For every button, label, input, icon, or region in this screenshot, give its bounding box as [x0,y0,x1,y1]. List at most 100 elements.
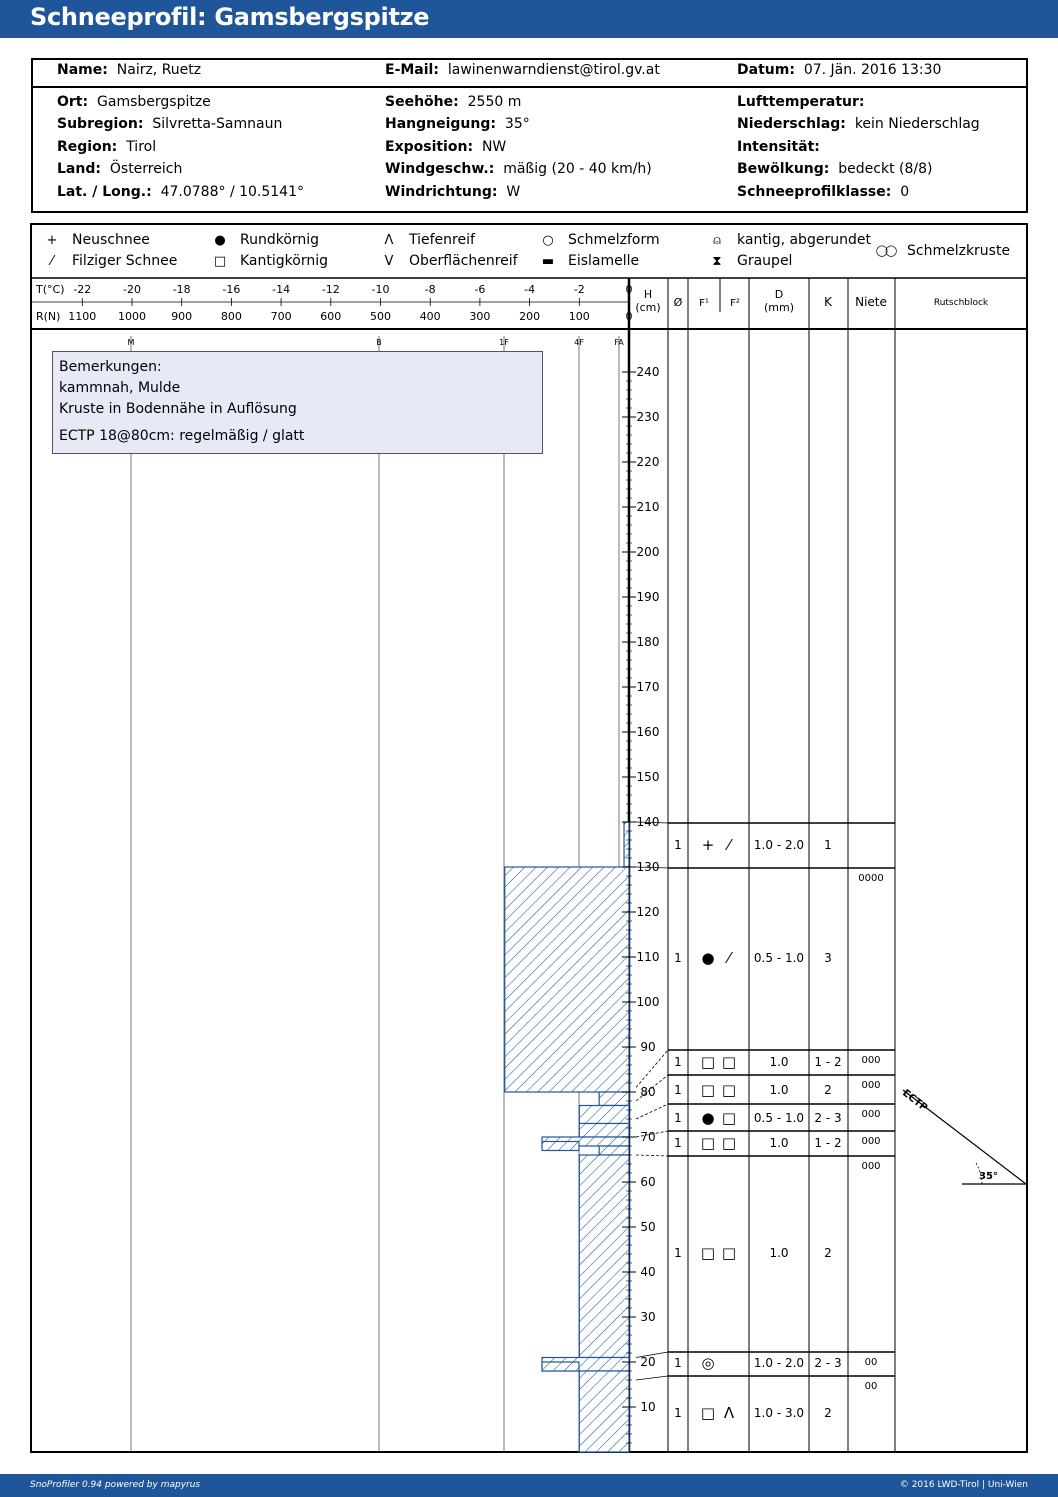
col-d: D [775,288,783,301]
hardness-tick-label: FA [614,338,624,347]
legend-label: kantig, abgerundet [737,232,871,248]
row-diameter: 1 [674,1111,682,1125]
bewoelkung-row: Bewölkung: bedeckt (8/8) [737,161,933,177]
intensitaet-label: Intensität: [737,139,820,155]
klasse-row: Schneeprofilklasse: 0 [737,184,909,200]
height-tick-label: 200 [637,545,660,559]
row-k: 2 - 3 [814,1111,841,1125]
header-box [31,58,1028,213]
name-value: Nairz, Ruetz [116,62,202,78]
subregion-label: Subregion: [57,116,144,132]
ort-value: Gamsbergspitze [97,94,211,110]
temp-tick-label: -10 [372,283,390,296]
remarks-line-2: Kruste in Bodennähe in Auflösung [59,401,297,417]
hardness-layer [598,1091,630,1107]
exposition-value: NW [481,139,507,155]
row-niete: 000 [861,1161,880,1172]
col-diameter: Ø [674,296,683,309]
hardness-tick-label: M [128,338,135,347]
temp-tick-label: 0 [626,283,633,296]
row-f2: Λ [724,1404,735,1422]
height-tick-label: 90 [640,1040,655,1054]
square-icon: □ [213,254,227,269]
row-niete: 000 [861,1136,880,1147]
height-tick-label: 110 [637,950,660,964]
col-niete: Niete [855,295,887,309]
row-connector [635,1049,669,1088]
col-d-unit: (mm) [764,301,794,314]
row-connector [635,1351,669,1358]
remarks-title: Bemerkungen: [59,359,162,375]
profile-frame [30,223,1028,1453]
h-unit-label: (cm) [635,301,660,314]
legend-label: Rundkörnig [240,232,320,248]
temp-tick-label: -12 [322,283,340,296]
legend-label: Schmelzkruste [907,243,1011,259]
row-diameter: 1 [674,1356,682,1370]
legend-label: Graupel [737,253,793,269]
row-f1: + [702,836,715,854]
row-f2: □ [722,1053,736,1071]
row-f1: ◎ [701,1354,714,1372]
row-d: 0.5 - 1.0 [754,951,804,965]
height-tick-label: 60 [640,1175,655,1189]
thin-hard-layer [541,1361,580,1372]
hourglass-icon: ⧗ [712,254,722,269]
row-f1: □ [701,1134,715,1152]
row-f1: ● [701,949,714,967]
res-tick-label: 1000 [118,310,146,323]
subregion-row: Subregion: Silvretta-Samnaun [57,116,282,132]
row-diameter: 1 [674,1055,682,1069]
height-tick-label: 20 [640,1355,655,1369]
niederschlag-label: Niederschlag: [737,116,846,132]
exposition-label: Exposition: [385,139,474,155]
col-k: K [824,295,833,309]
page-title: Schneeprofil: Gamsbergspitze [30,3,430,31]
row-k: 2 [824,1246,832,1260]
ectp-slope-line [902,1089,1027,1185]
height-tick-label: 100 [637,995,660,1009]
hardness-layer [504,866,630,1093]
row-f2: □ [722,1134,736,1152]
bar-icon: ▬ [541,254,555,269]
res-tick-label: 500 [370,310,391,323]
exposition-row: Exposition: NW [385,139,506,155]
row-d: 1.0 [769,1246,788,1260]
row-f2: □ [722,1081,736,1099]
row-connector [635,1375,669,1381]
name-row: Name: Nairz, Ruetz [57,62,201,78]
ectp-angle-arc [975,1162,983,1185]
row-k: 3 [824,951,832,965]
klasse-label: Schneeprofilklasse: [737,184,892,200]
height-tick-label: 170 [637,680,660,694]
land-value: Österreich [109,161,183,177]
row-k: 2 [824,1406,832,1420]
windgeschw-label: Windgeschw.: [385,161,495,177]
temp-tick-label: -16 [222,283,240,296]
height-tick-label: 70 [640,1130,655,1144]
email-label: E-Mail: [385,62,439,78]
res-tick-label: 600 [320,310,341,323]
col-f1: F¹ [699,298,709,309]
remarks-line-1: kammnah, Mulde [59,380,181,396]
legend-label: Eislamelle [568,253,640,269]
niederschlag-value: kein Niederschlag [854,116,980,132]
legend-label: Filziger Schnee [72,253,178,269]
row-diameter: 1 [674,1136,682,1150]
klasse-value: 0 [900,184,910,200]
row-niete: 000 [861,1109,880,1120]
temp-tick-label: -4 [524,283,535,296]
row-f2: □ [722,1109,736,1127]
footer-left: SnoProfiler 0.94 powered by mapyrus [30,1480,201,1490]
thin-hard-layer [541,1140,580,1152]
temp-tick-label: -22 [73,283,91,296]
row-connector [635,1103,669,1120]
open-circle-icon: ○ [542,233,554,248]
seehoehe-row: Seehöhe: 2550 m [385,94,521,110]
row-niete: 00 [865,1381,878,1392]
hangneigung-value: 35° [504,116,530,132]
ectp-label: ECTP [900,1088,929,1114]
height-tick-label: 120 [637,905,660,919]
hardness-tick-label: 4F [574,338,584,347]
legend-label: Schmelzform [568,232,660,248]
